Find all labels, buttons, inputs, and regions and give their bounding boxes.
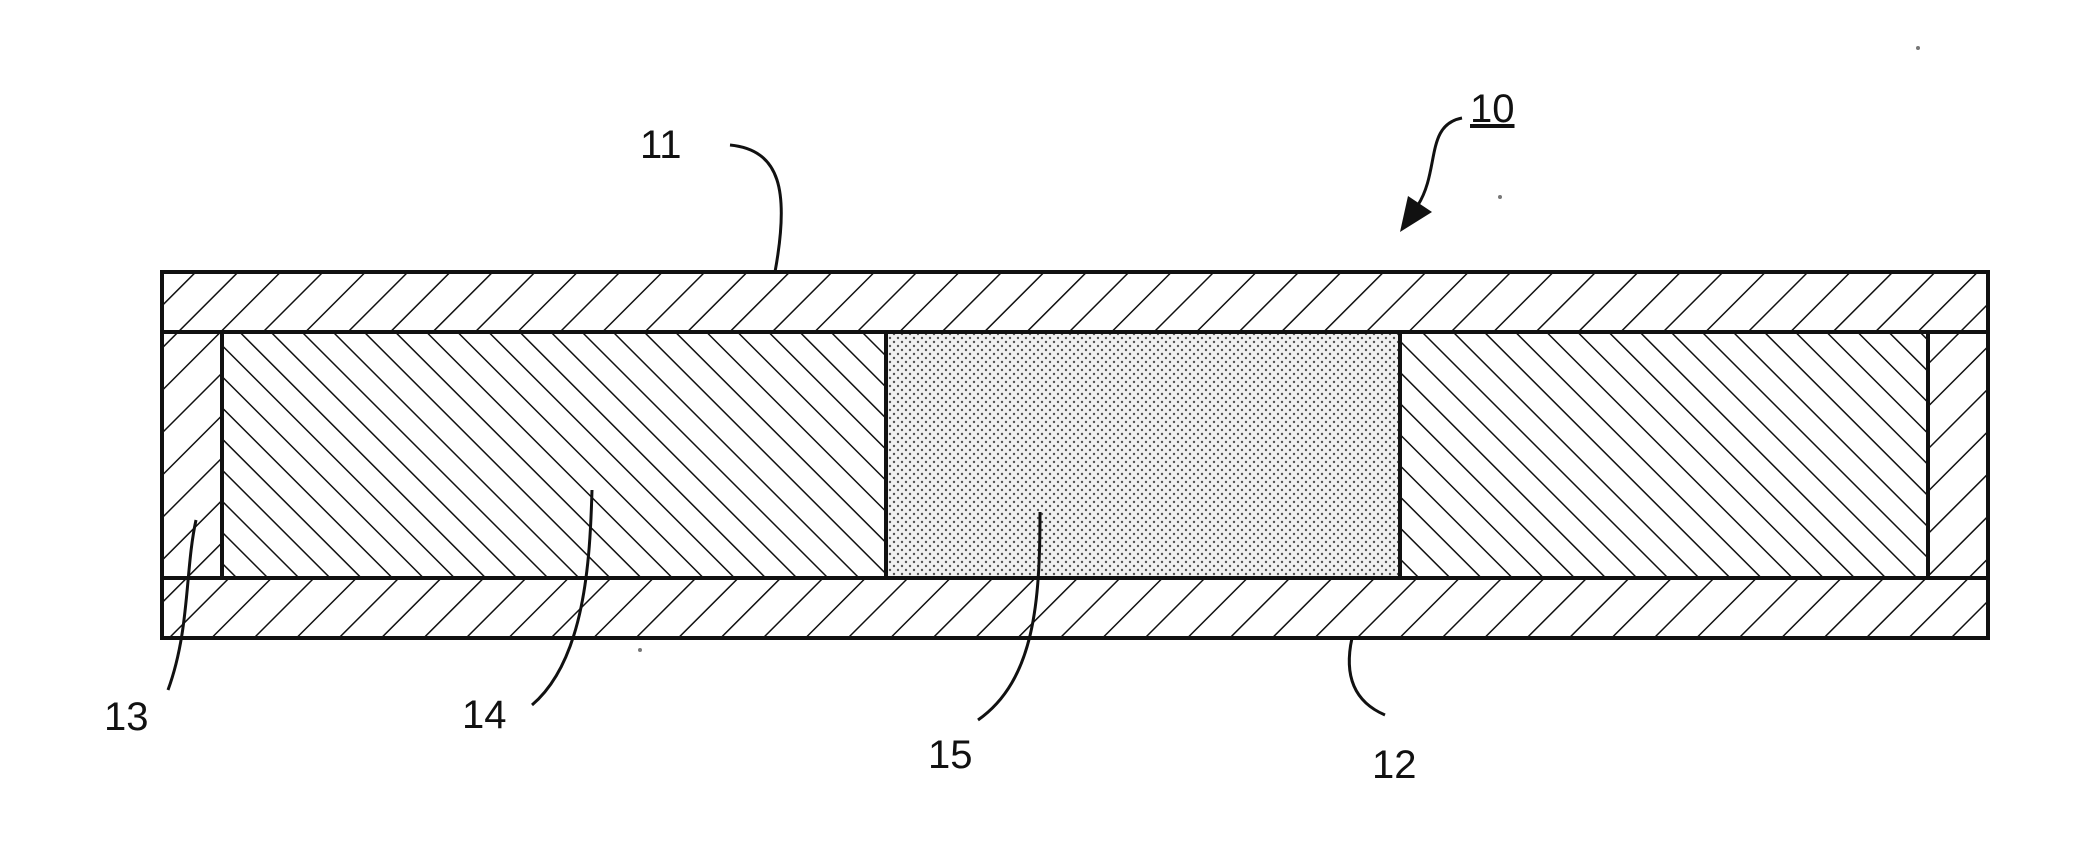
leader-line-11 — [730, 145, 781, 272]
hatched-region-left — [222, 332, 886, 578]
label-14: 14 — [462, 693, 507, 737]
label-11: 11 — [640, 123, 682, 167]
dotted-region — [886, 332, 1400, 578]
arrow-10-shaft — [1418, 118, 1462, 205]
label-12: 12 — [1372, 743, 1417, 787]
arrowhead-icon — [1400, 196, 1432, 232]
leader-line-12 — [1349, 638, 1385, 715]
bottom-layer — [162, 578, 1988, 638]
scan-speck — [1498, 195, 1502, 199]
label-10: 10 — [1470, 87, 1515, 131]
label-13: 13 — [104, 695, 149, 739]
hatched-region-right — [1400, 332, 1928, 578]
label-15: 15 — [928, 733, 973, 777]
top-layer — [162, 272, 1988, 332]
right-side-seal — [1928, 332, 1988, 578]
scan-speck — [1916, 46, 1920, 50]
scan-speck — [638, 648, 642, 652]
